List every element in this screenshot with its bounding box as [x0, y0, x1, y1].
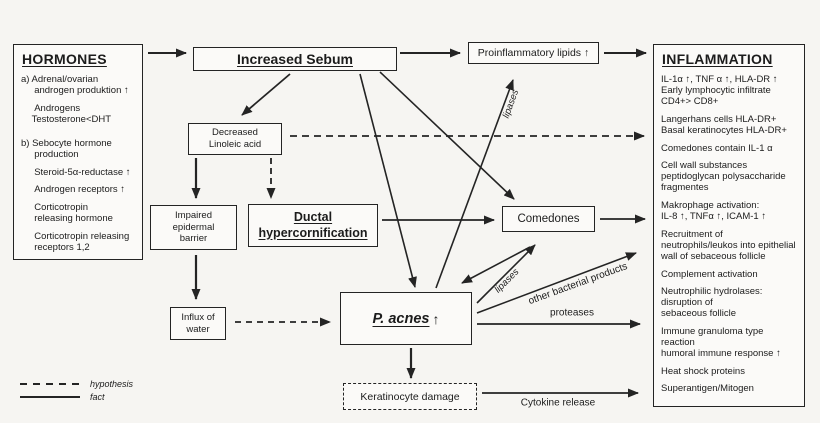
proinflammatory-lipids-label: Proinflammatory lipids ↑: [477, 47, 590, 59]
inflammation-item: Complement activation: [661, 268, 758, 280]
hormones-item: Steroid-5α-reductase ↑: [21, 166, 131, 178]
increased-sebum-box: Increased Sebum: [193, 47, 397, 71]
legend-fact-label: fact: [90, 392, 105, 402]
proinflammatory-lipids-box: Proinflammatory lipids ↑: [468, 42, 599, 64]
inflammation-item: IL-1α ↑, TNF α ↑, HLA-DR ↑ Early lymphoc…: [661, 74, 778, 108]
hormones-item: Androgens Testosterone<DHT: [31, 102, 112, 125]
inflammation-item: Langerhans cells HLA-DR+ Basal keratinoc…: [661, 113, 787, 136]
hormones-box: HORMONES a) Adrenal/ovarian androgen pro…: [13, 44, 143, 260]
hormones-item: Corticotropin releasing receptors 1,2: [34, 230, 130, 253]
p-acnes-label: P. acnes: [372, 310, 430, 327]
hormones-item: Corticotropin releasing hormone: [34, 201, 113, 224]
impaired-barrier-box: Impaired epidermal barrier: [150, 205, 237, 250]
inflammation-item: Immune granuloma type reaction humoral i…: [661, 325, 781, 360]
lipases-top-label: lipases: [500, 88, 522, 120]
hormones-title: HORMONES: [22, 51, 107, 67]
arrow-sebum-to-pacnes: [359, 73, 417, 288]
p-acnes-up-arrow: ↑: [432, 310, 440, 327]
influx-water-label: Influx of water: [181, 311, 215, 335]
inflammation-item: Recruitment of neutrophils/leukos into e…: [661, 228, 796, 262]
keratinocyte-damage-label: Keratinocyte damage: [360, 390, 460, 403]
decreased-linoleic-box: Decreased Linoleic acid: [188, 123, 282, 155]
inflammation-item: Neutrophilic hydrolases: disruption of s…: [661, 286, 763, 320]
increased-sebum-label: Increased Sebum: [237, 51, 353, 67]
ductal-hypercornification-label: Ductal hypercornification: [258, 209, 368, 240]
legend-hypothesis-label: hypothesis: [90, 379, 134, 389]
keratinocyte-damage-box: Keratinocyte damage: [343, 383, 477, 410]
inflammation-item: Cell wall substances peptidoglycan polys…: [661, 160, 786, 194]
inflammation-title: INFLAMMATION: [662, 51, 773, 67]
impaired-barrier-label: Impaired epidermal barrier: [172, 210, 215, 245]
hormones-item: b) Sebocyte hormone production: [21, 137, 112, 161]
inflammation-box: INFLAMMATION IL-1α ↑, TNF α ↑, HLA-DR ↑ …: [653, 44, 805, 407]
comedones-label: Comedones: [517, 213, 580, 225]
proteases-label: proteases: [550, 307, 594, 319]
cytokine-release-label: Cytokine release: [520, 397, 596, 409]
influx-water-box: Influx of water: [170, 307, 226, 340]
decreased-linoleic-label: Decreased Linoleic acid: [208, 127, 262, 150]
ductal-hypercornification-box: Ductal hypercornification: [248, 204, 378, 247]
comedones-box: Comedones: [502, 206, 595, 232]
hormones-item: a) Adrenal/ovarian androgen produktion ↑: [21, 74, 129, 97]
other-bacterial-products-label: other bacterial products: [527, 260, 629, 308]
inflammation-item: Comedones contain IL-1 α: [661, 142, 773, 154]
arrow-sebum-to-linoleic: [241, 73, 291, 116]
arrow-sebum-to-comedones: [379, 71, 515, 200]
hormones-item: Androgen receptors ↑: [21, 184, 126, 196]
p-acnes-box: P. acnes ↑: [340, 292, 472, 345]
inflammation-item: Makrophage activation: IL-8 ↑, TNFα ↑, I…: [661, 199, 767, 223]
arrow-comedones-to-pacnes: [461, 246, 531, 284]
inflammation-item: Superantigen/Mitogen: [661, 383, 754, 395]
lipases-mid-label: lipases: [492, 266, 522, 296]
inflammation-item: Heat shock proteins: [661, 365, 745, 377]
